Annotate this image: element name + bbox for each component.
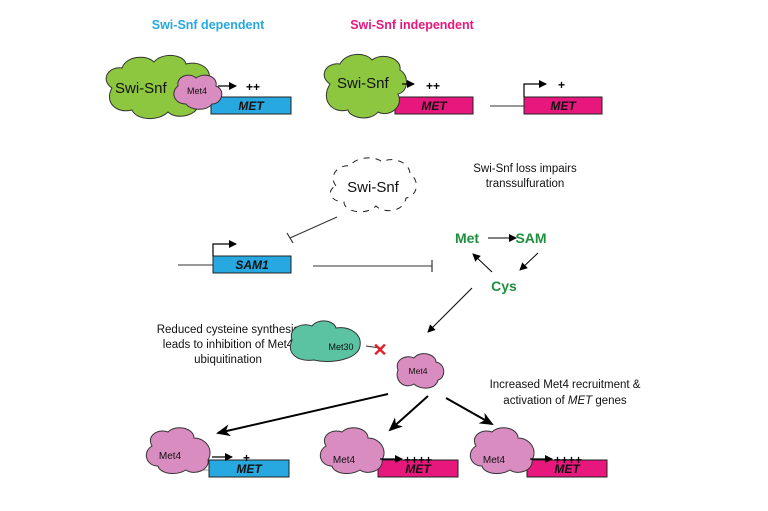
recruit-arrow-3 [445,397,494,425]
expression-level: + [243,451,250,465]
note-loss-line1: Swi-Snf loss impairs [473,163,577,175]
met-gene-label: MET [421,99,448,113]
note-loss-line2: transsulfuration [486,178,565,190]
recruit-arrow-2 [388,395,429,432]
met4-blob [469,427,535,474]
swisnf-label: Swi-Snf [115,80,168,97]
met4-label: Met4 [159,451,182,462]
met-gene-label: MET [236,462,263,476]
swisnf-label: Swi-Snf [337,75,390,92]
bottom-gene-1: MET Met4 + [145,427,290,478]
cys-to-met-arrow [472,253,493,273]
sam1-gene-label: SAM1 [235,258,269,272]
bottom-gene-3: MET Met4 ++++ [469,427,608,478]
met-gene-label: MET [554,462,581,476]
met-gene-box [523,96,603,115]
top-dependent-complex: Swi-Snf MET Met4 ++ [105,55,292,119]
met4-blob [145,427,211,474]
met-gene-label: MET [550,99,577,113]
transcription-arrow [212,240,237,256]
header-swisnf-independent: Swi-Snf independent [350,18,474,32]
note-increased-line2: activation of MET genes [503,395,627,407]
expression-level: ++++ [554,453,582,467]
top-independent-bound: MET Swi-Snf ++ [323,54,474,119]
expression-level: ++ [426,79,440,93]
met30-protein: Met30 [290,320,361,362]
bottom-gene-2: MET Met4 ++++ [319,427,459,478]
note-reduced-line1: Reduced cysteine synthesis [157,324,300,336]
lost-swisnf: Swi-Snf [286,157,417,244]
met30-met4-link [365,345,381,349]
sam-to-cys-arrow [519,252,539,271]
header-swisnf-dependent: Swi-Snf dependent [152,18,265,32]
metabolite-met: Met [455,230,479,246]
recruit-arrow-1 [216,393,389,437]
metabolite-cys: Cys [491,278,517,294]
met4-label: Met4 [409,366,428,376]
top-independent-free: MET + [490,78,603,115]
transsulfuration-cycle: Met SAM Cys [427,230,547,333]
expression-level: ++++ [404,453,432,467]
met4-blob [173,74,223,110]
met-gene-label: MET [238,99,265,113]
transcription-arrow [523,80,547,97]
swisnf-dashed-cloud [329,157,417,213]
inhibition-x-icon: ✕ [372,340,387,360]
met4-blob [319,427,385,474]
met4-protein: Met4 [396,353,445,389]
note-reduced-line3: ubiquitination [194,354,262,366]
note-reduced-line2: leads to inhibition of Met4 [163,339,294,351]
met30-label: Met30 [328,342,353,352]
expression-level: ++ [246,80,260,94]
sam1-gene: SAM1 [178,240,433,274]
metabolite-sam: SAM [515,230,546,246]
inhibition-bar [286,232,294,244]
expression-level: + [558,78,565,92]
cys-to-met4-arrow [427,287,473,333]
met4-label: Met4 [187,86,207,96]
swisnf-label: Swi-Snf [347,179,400,196]
met-gene-label: MET [405,462,432,476]
sam1-gene-box [212,255,292,274]
met4-label: Met4 [333,455,356,466]
met-gene-box [208,459,290,478]
met4-label: Met4 [483,455,506,466]
inhibition-line [289,216,338,239]
note-increased-line1: Increased Met4 recruitment & [490,379,641,391]
